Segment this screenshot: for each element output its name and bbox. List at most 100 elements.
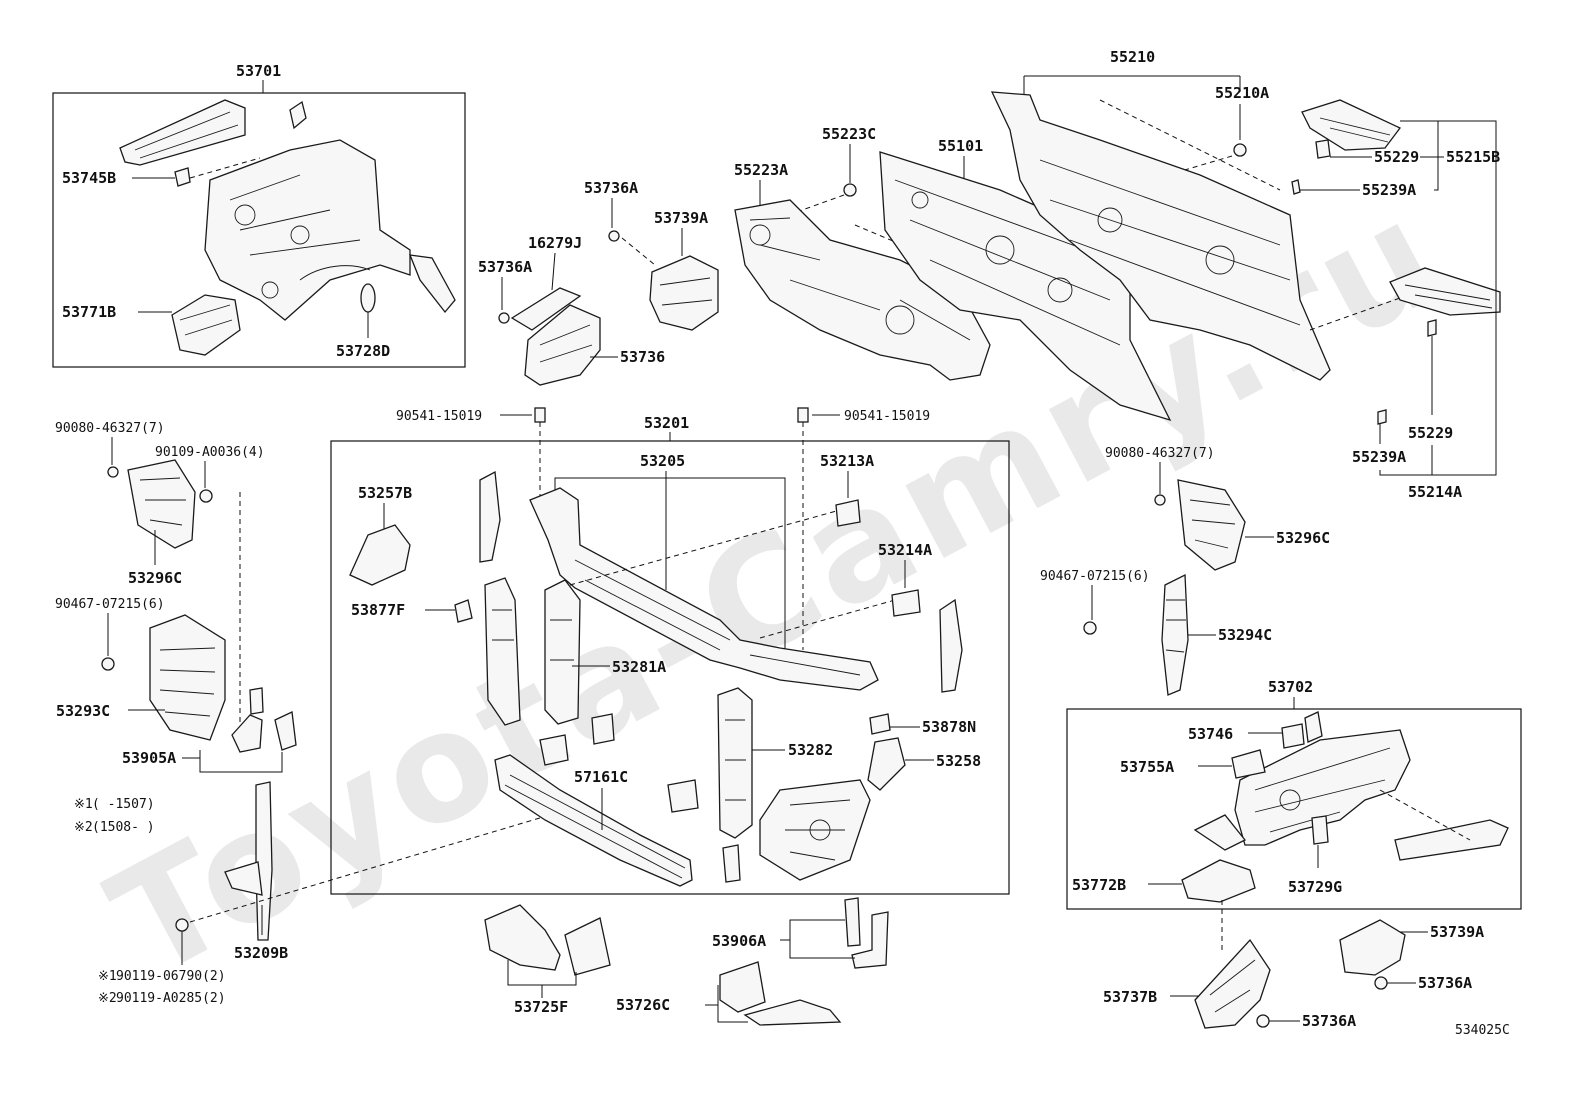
- part-label-55229-lower[interactable]: 55229: [1408, 424, 1453, 442]
- part-53728D-grommet[interactable]: [360, 283, 376, 313]
- part-label-90080-left[interactable]: 90080-46327(7): [55, 421, 165, 436]
- part-90541-stud-left[interactable]: [534, 407, 546, 423]
- part-label-53771B[interactable]: 53771B: [62, 303, 116, 321]
- part-label-53739A-bottom[interactable]: 53739A: [1430, 923, 1484, 941]
- part-label-55214A[interactable]: 55214A: [1408, 483, 1462, 501]
- part-label-53736A-left[interactable]: 53736A: [478, 258, 532, 276]
- part-label-53205[interactable]: 53205: [640, 452, 685, 470]
- part-53214A-clip[interactable]: [891, 589, 921, 617]
- part-53213-small-brackets[interactable]: [539, 713, 741, 883]
- part-53725F-bracket[interactable]: [484, 904, 611, 976]
- part-53771B-bracket[interactable]: [171, 294, 241, 356]
- part-label-55229-upper[interactable]: 55229: [1374, 148, 1419, 166]
- part-53294C-bracket[interactable]: [1161, 573, 1189, 696]
- part-55229-clip-lower[interactable]: [1427, 319, 1437, 337]
- part-55229-clip-upper[interactable]: [1315, 139, 1331, 159]
- part-label-53214A[interactable]: 53214A: [878, 541, 932, 559]
- part-label-53729G[interactable]: 53729G: [1288, 878, 1342, 896]
- part-53257B-bracket[interactable]: [349, 524, 411, 586]
- part-55239A-clip-upper[interactable]: [1291, 179, 1301, 195]
- part-label-53701[interactable]: 53701: [236, 62, 281, 80]
- part-55210A-clip[interactable]: [1233, 143, 1247, 157]
- part-label-90109[interactable]: 90109-A0036(4): [155, 445, 265, 460]
- part-label-53906A[interactable]: 53906A: [712, 932, 766, 950]
- part-label-53877F[interactable]: 53877F: [351, 601, 405, 619]
- part-label-53878N[interactable]: 53878N: [922, 718, 976, 736]
- part-label-55210A[interactable]: 55210A: [1215, 84, 1269, 102]
- part-label-53281A[interactable]: 53281A: [612, 658, 666, 676]
- part-53282-pillar[interactable]: [717, 687, 753, 839]
- part-53739A-cover-top[interactable]: [649, 255, 719, 331]
- part-90080-bolt-right[interactable]: [1154, 494, 1166, 506]
- part-label-53736A-top[interactable]: 53736A: [584, 179, 638, 197]
- part-label-90467-left[interactable]: 90467-07215(6): [55, 597, 165, 612]
- part-55223A-silencer[interactable]: [734, 199, 991, 381]
- part-53877F-clip[interactable]: [454, 599, 473, 623]
- part-90080-bolt-left[interactable]: [107, 466, 119, 478]
- part-label-53296C-right[interactable]: 53296C: [1276, 529, 1330, 547]
- part-57161C-lower-support[interactable]: [494, 754, 693, 887]
- part-label-53728D[interactable]: 53728D: [336, 342, 390, 360]
- part-label-53905A[interactable]: 53905A: [122, 749, 176, 767]
- part-55229-pad-upper[interactable]: [1301, 99, 1402, 151]
- part-90467-clip-right[interactable]: [1083, 621, 1097, 635]
- part-label-55239A-lower[interactable]: 55239A: [1352, 448, 1406, 466]
- part-label-53257B[interactable]: 53257B: [358, 484, 412, 502]
- part-label-53736[interactable]: 53736: [620, 348, 665, 366]
- part-53726C-bracket[interactable]: [719, 961, 842, 1026]
- part-53736A-clip-bottom[interactable]: [1256, 1014, 1270, 1028]
- part-53258-bracket[interactable]: [867, 737, 906, 791]
- part-label-53282[interactable]: 53282: [788, 741, 833, 759]
- part-53213A-clip[interactable]: [835, 499, 861, 527]
- part-53746-clip[interactable]: [1281, 723, 1305, 749]
- part-label-53201[interactable]: 53201: [644, 414, 689, 432]
- part-53905A-brace[interactable]: [231, 687, 297, 753]
- part-90119-bolt[interactable]: [175, 918, 189, 932]
- part-53281A-left-side[interactable]: [479, 470, 581, 726]
- part-53702-apron[interactable]: [1193, 711, 1509, 861]
- part-label-53294C[interactable]: 53294C: [1218, 626, 1272, 644]
- part-label-53293C[interactable]: 53293C: [56, 702, 110, 720]
- part-label-53737B[interactable]: 53737B: [1103, 988, 1157, 1006]
- part-16279J-bracket[interactable]: [510, 287, 582, 331]
- part-53745B-clip[interactable]: [174, 167, 191, 187]
- part-53209B-support[interactable]: [224, 781, 273, 941]
- part-53736A-clip-left[interactable]: [498, 312, 510, 324]
- part-label-90080-right[interactable]: 90080-46327(7): [1105, 446, 1215, 461]
- part-label-90119-A0285[interactable]: 90119-A0285(2): [116, 991, 226, 1006]
- part-label-53736A-bottom[interactable]: 53736A: [1302, 1012, 1356, 1030]
- part-label-55239A-upper[interactable]: 55239A: [1362, 181, 1416, 199]
- part-label-53755A[interactable]: 53755A: [1120, 758, 1174, 776]
- part-label-53258[interactable]: 53258: [936, 752, 981, 770]
- part-53739A-cover-bottom[interactable]: [1339, 919, 1406, 976]
- part-label-16279J[interactable]: 16279J: [528, 234, 582, 252]
- part-label-53772B[interactable]: 53772B: [1072, 876, 1126, 894]
- part-90541-stud-right[interactable]: [797, 407, 809, 423]
- part-53755A-bracket[interactable]: [1231, 749, 1266, 779]
- part-label-55210[interactable]: 55210: [1110, 48, 1155, 66]
- part-53296C-cover-left[interactable]: [127, 459, 196, 549]
- part-53736-shield[interactable]: [524, 304, 601, 386]
- part-label-53725F[interactable]: 53725F: [514, 998, 568, 1016]
- part-53736A-clip-right[interactable]: [1374, 976, 1388, 990]
- part-label-53726C[interactable]: 53726C: [616, 996, 670, 1014]
- part-label-53745B[interactable]: 53745B: [62, 169, 116, 187]
- part-label-90119-06790[interactable]: 90119-06790(2): [116, 969, 226, 984]
- part-53296C-cover-right[interactable]: [1177, 479, 1246, 571]
- part-label-57161C[interactable]: 57161C: [574, 768, 628, 786]
- part-label-55223C[interactable]: 55223C: [822, 125, 876, 143]
- part-label-53702[interactable]: 53702: [1268, 678, 1313, 696]
- part-90467-clip-left[interactable]: [101, 657, 115, 671]
- part-label-53209B[interactable]: 53209B: [234, 944, 288, 962]
- part-55210-insulator[interactable]: [990, 91, 1331, 381]
- part-label-55101[interactable]: 55101: [938, 137, 983, 155]
- part-53736A-clip-top[interactable]: [608, 230, 620, 242]
- part-53729G-grommet[interactable]: [1311, 815, 1329, 845]
- part-label-53739A-top[interactable]: 53739A: [654, 209, 708, 227]
- part-label-90541-right[interactable]: 90541-15019: [844, 409, 930, 424]
- part-53701-apron[interactable]: [119, 99, 456, 321]
- part-53258-panel[interactable]: [759, 779, 871, 881]
- part-label-55223A[interactable]: 55223A: [734, 161, 788, 179]
- part-55223C-clip[interactable]: [843, 183, 857, 197]
- part-label-53213A[interactable]: 53213A: [820, 452, 874, 470]
